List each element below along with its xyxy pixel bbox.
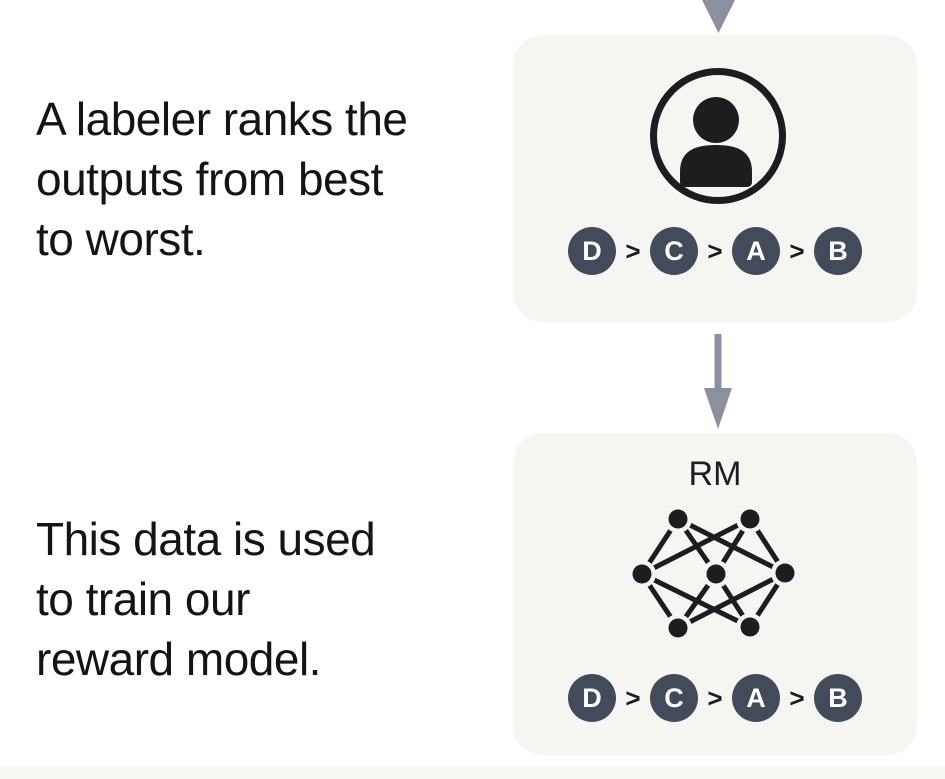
reward-model-label: RM [688, 455, 742, 493]
footer-strip [0, 766, 945, 779]
ranking-badge: A [732, 227, 780, 275]
ranking-badge: A [732, 674, 780, 722]
greater-than-separator: > [707, 236, 723, 266]
ranking-badge: B [814, 674, 862, 722]
ranking-badge: D [568, 674, 616, 722]
greater-than-separator: > [789, 236, 805, 266]
ranking-badge: C [650, 674, 698, 722]
greater-than-separator: > [625, 236, 641, 266]
down-arrow-icon [704, 334, 732, 429]
greater-than-separator: > [707, 683, 723, 713]
reward-model-step-caption: This data is used to train our reward mo… [36, 513, 376, 685]
greater-than-separator: > [625, 683, 641, 713]
ranking-row: D > C > A > B [513, 674, 917, 722]
labeler-card: D > C > A > B [513, 35, 917, 322]
reward-model-card: RM [513, 433, 917, 755]
greater-than-separator: > [789, 683, 805, 713]
person-in-circle-icon [650, 68, 786, 204]
ranking-row: D > C > A > B [513, 227, 917, 275]
labeler-step-caption: A labeler ranks the outputs from best to… [36, 93, 408, 265]
down-arrow-icon [702, 0, 735, 33]
ranking-badge: D [568, 227, 616, 275]
ranking-badge: B [814, 227, 862, 275]
neural-network-icon [628, 505, 799, 642]
ranking-badge: C [650, 227, 698, 275]
